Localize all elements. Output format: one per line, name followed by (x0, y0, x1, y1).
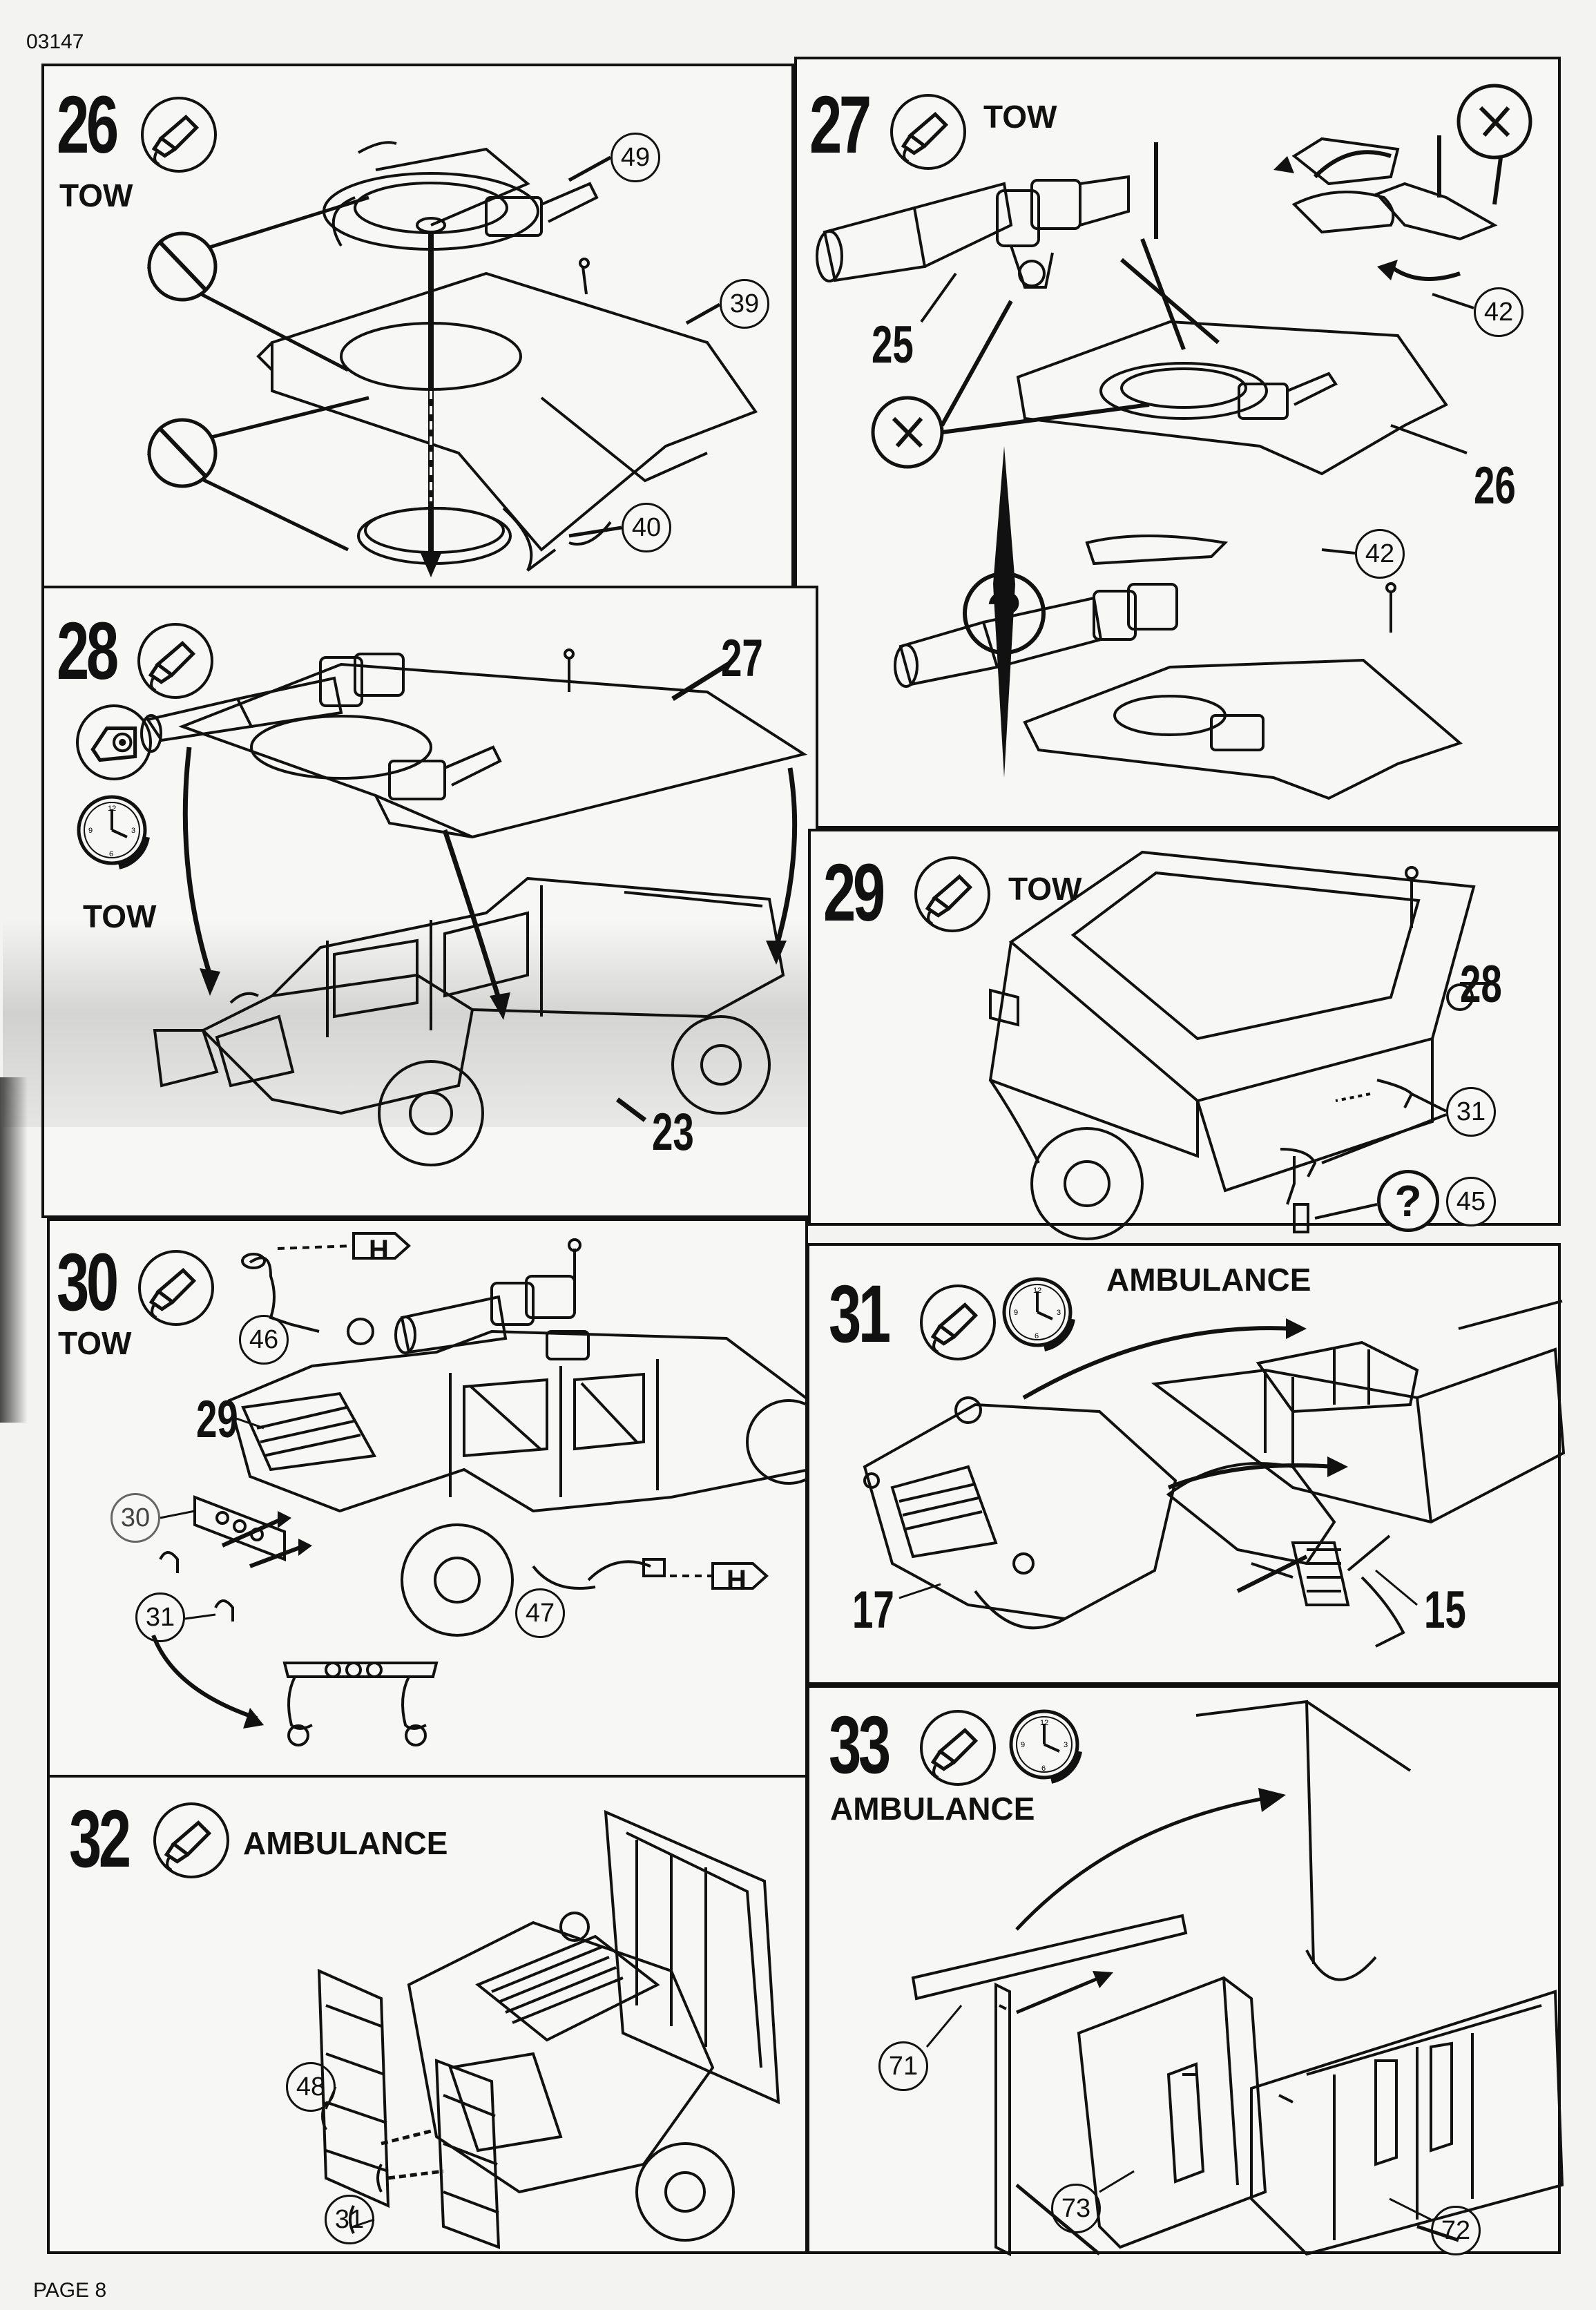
part-label-26: 26 (1474, 456, 1516, 515)
glue-tube-icon (914, 856, 990, 932)
variant-label: TOW (59, 177, 133, 213)
glue-tube-icon (138, 1250, 214, 1326)
glue-tube-icon (920, 1284, 996, 1360)
roof-turret-ring-illustration (146, 141, 758, 577)
svg-text:12: 12 (1040, 1719, 1048, 1727)
part-callout-46: 46 (239, 1315, 289, 1365)
svg-text:6: 6 (1035, 1332, 1039, 1340)
humvee-front-bumper-tow-illustration (151, 1232, 831, 1746)
svg-text:12: 12 (1033, 1287, 1041, 1295)
step-27-panel: 27 TOW 25 26 42 42 ? (794, 57, 1561, 829)
step-26-panel: 26 TOW 49 39 40 (41, 64, 794, 606)
part-callout-45: 45 (1446, 1177, 1496, 1226)
variant-label: TOW (83, 898, 157, 934)
variant-label: TOW (58, 1325, 132, 1361)
part-callout-71: 71 (878, 2041, 928, 2091)
part-label-23: 23 (652, 1103, 694, 1162)
step-number: 28 (57, 606, 119, 697)
step-28-panel: 28 12 3 6 9 TOW 27 23 (3, 586, 873, 1218)
ambulance-front-guard-illustration (317, 1809, 780, 2249)
svg-text:3: 3 (131, 827, 135, 835)
glue-tube-icon (890, 94, 966, 170)
step-29-panel: 29 TOW 28 31 ? 45 (808, 829, 1561, 1240)
svg-text:9: 9 (1014, 1309, 1018, 1317)
part-label-17: 17 (852, 1581, 894, 1639)
page-edge-shadow (0, 1077, 28, 1423)
part-callout-40: 40 (622, 503, 671, 552)
ambulance-hood-chassis-illustration (863, 1300, 1566, 1648)
variant-label: AMBULANCE (1106, 1262, 1311, 1298)
svg-text:3: 3 (1064, 1741, 1068, 1749)
step-number: 30 (57, 1237, 119, 1328)
drying-time-clock-icon: 12 3 6 9 (1003, 1703, 1086, 1786)
part-label-15: 15 (1424, 1581, 1466, 1639)
part-callout-39: 39 (720, 279, 769, 329)
step-number: 27 (809, 79, 872, 171)
part-callout-30: 30 (110, 1493, 160, 1543)
ambulance-box-walls-illustration (911, 1700, 1564, 2257)
part-label-27: 27 (721, 629, 763, 688)
page-code: 03147 (26, 30, 84, 53)
cement-icon (76, 704, 152, 780)
variant-label: AMBULANCE (830, 1791, 1035, 1827)
variant-label: AMBULANCE (243, 1825, 448, 1861)
part-callout-47: 47 (515, 1588, 565, 1638)
humvee-rear-hooks-illustration (988, 850, 1488, 1240)
svg-text:9: 9 (1021, 1741, 1025, 1749)
part-callout-31: 31 (135, 1592, 185, 1642)
step-30-panel: 30 TOW 46 29 30 31 47 H H (47, 1218, 831, 1791)
glue-tube-icon (137, 623, 213, 699)
svg-text:9: 9 (88, 827, 93, 835)
humvee-roof-install-illustration (140, 648, 807, 1166)
part-callout-42: 42 (1474, 287, 1523, 337)
glue-tube-icon (141, 97, 217, 173)
step-number: 31 (829, 1269, 891, 1360)
svg-text:12: 12 (108, 805, 116, 813)
part-label-25: 25 (872, 316, 914, 374)
glue-tube-icon (153, 1802, 229, 1878)
part-callout-49: 49 (610, 133, 660, 182)
svg-text:6: 6 (1041, 1764, 1046, 1773)
decal-mark-flag: H (369, 1235, 389, 1265)
part-callout-42: 42 (1355, 529, 1405, 579)
tow-launcher-assembly-illustration (816, 84, 1532, 800)
variant-label: TOW (983, 99, 1057, 135)
question-icon: ? (1377, 1170, 1439, 1232)
step-number: 26 (57, 79, 119, 171)
step-number: 32 (69, 1793, 131, 1885)
svg-text:3: 3 (1057, 1309, 1061, 1317)
drying-time-clock-icon: 12 3 6 9 (70, 789, 153, 872)
page-footer: PAGE 8 (33, 2279, 107, 2302)
step-31-panel: 31 12 3 6 9 AMBULANCE 17 15 (807, 1243, 1566, 1685)
step-32-panel: 32 AMBULANCE 48 31 (47, 1775, 808, 2254)
svg-text:6: 6 (109, 850, 113, 858)
step-number: 29 (823, 847, 885, 939)
part-callout-31: 31 (1446, 1087, 1496, 1137)
step-number: 33 (829, 1700, 891, 1791)
part-label-29: 29 (196, 1390, 238, 1449)
glue-tube-icon (920, 1710, 996, 1786)
drying-time-clock-icon: 12 3 6 9 (996, 1271, 1079, 1354)
decal-mark-flag: H (727, 1565, 747, 1595)
part-callout-73: 73 (1051, 2184, 1101, 2233)
